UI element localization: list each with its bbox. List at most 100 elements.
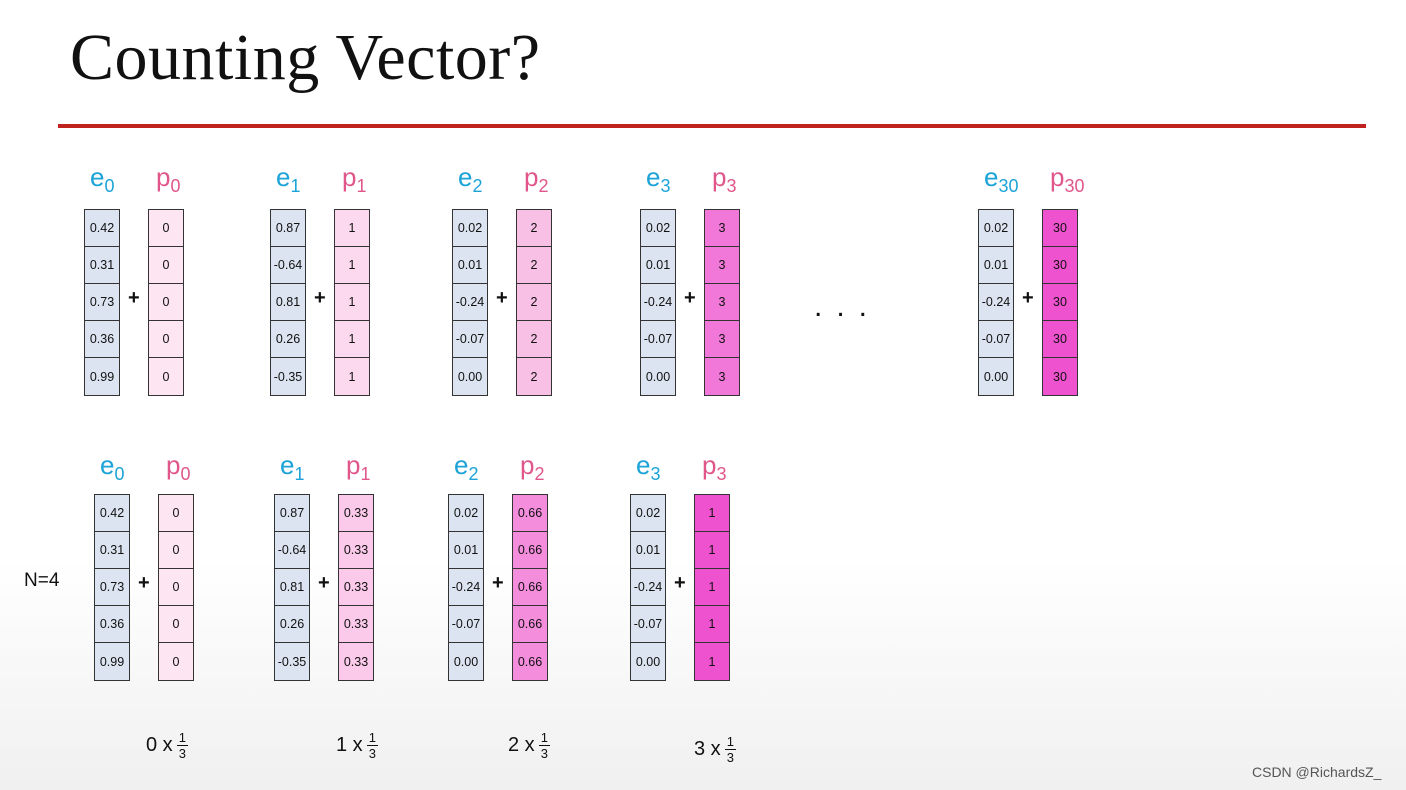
plus-sign: +	[1022, 287, 1034, 309]
vector-cell: 0.01	[631, 532, 665, 569]
vector-cell: -0.24	[449, 569, 483, 606]
vector-cell: 0.00	[645, 369, 671, 384]
vector-cell: 0	[162, 369, 170, 384]
vector-cell: 0.02	[449, 495, 483, 532]
vector-cell: 0.33	[343, 654, 369, 669]
vector-cell: 0	[159, 606, 193, 643]
plus-sign: +	[314, 287, 326, 309]
vector-cell: 2	[517, 247, 551, 284]
vector-cell: 0.99	[89, 369, 115, 384]
vector-cell: 1	[695, 606, 729, 643]
vector-cell: 30	[1043, 284, 1077, 321]
vector-cell: 30	[1043, 247, 1077, 284]
formula-prefix: 2 x	[508, 734, 535, 756]
vector-cell: 1	[335, 284, 369, 321]
vector-cell: 0.42	[85, 210, 119, 247]
vector-cell: 0.00	[453, 654, 479, 669]
position-label: p2	[520, 450, 545, 484]
position-label: p1	[342, 162, 367, 196]
vector-cell: 0.99	[99, 654, 125, 669]
vector-cell: 3	[705, 210, 739, 247]
vector-cell: 30	[1053, 369, 1067, 384]
vector-cell: 0.36	[85, 321, 119, 358]
vector-cell: 0	[159, 495, 193, 532]
vector-cell: 1	[695, 569, 729, 606]
vector-cell: 0.01	[453, 247, 487, 284]
vector-cell: 0	[149, 210, 183, 247]
ellipsis: ...	[814, 290, 882, 323]
vector-cell: 0.26	[271, 321, 305, 358]
position-label: p1	[346, 450, 371, 484]
position-label: p3	[702, 450, 727, 484]
vector-cell: 0.31	[95, 532, 129, 569]
vector-cell: 0.02	[979, 210, 1013, 247]
vector-cell: -0.24	[979, 284, 1013, 321]
vector-cell: 0.66	[517, 654, 543, 669]
embedding-label: e2	[458, 162, 483, 196]
vector-cell: -0.35	[273, 369, 303, 384]
vector-cell: 0.00	[983, 369, 1009, 384]
vector-cell: 30	[1043, 321, 1077, 358]
embedding-label: e30	[984, 162, 1019, 196]
plus-sign: +	[496, 287, 508, 309]
vector-cell: 0.33	[339, 495, 373, 532]
vector-cell: 0.33	[339, 569, 373, 606]
embedding-label: e0	[90, 162, 115, 196]
position-label: p2	[524, 162, 549, 196]
position-label: p0	[166, 450, 191, 484]
vector-cell: 2	[517, 284, 551, 321]
vector-cell: 0.02	[641, 210, 675, 247]
vector-cell: 0.66	[513, 532, 547, 569]
vector-cell: 2	[530, 369, 538, 384]
vector-cell: -0.07	[453, 321, 487, 358]
vector-cell: 1	[708, 654, 716, 669]
vector-cell: 0.26	[275, 606, 309, 643]
position-label: p3	[712, 162, 737, 196]
vector-cell: 1	[348, 369, 356, 384]
vector-cell: 0	[159, 569, 193, 606]
vector-cell: -0.64	[275, 532, 309, 569]
vector-cell: 0.87	[275, 495, 309, 532]
vector-cell: 0.66	[513, 495, 547, 532]
vector-cell: 1	[335, 210, 369, 247]
vector-cell: 0.01	[449, 532, 483, 569]
vector-cell: -0.24	[641, 284, 675, 321]
vector-cell: 3	[718, 369, 726, 384]
vector-cell: -0.07	[631, 606, 665, 643]
vector-cell: -0.35	[277, 654, 307, 669]
title-divider	[58, 124, 1366, 128]
vector-cell: 0.02	[453, 210, 487, 247]
position-label: p30	[1050, 162, 1085, 196]
position-label: p0	[156, 162, 181, 196]
vector-cell: 0.33	[339, 532, 373, 569]
vector-cell: 0	[149, 321, 183, 358]
vector-cell: 1	[695, 495, 729, 532]
vector-cell: 0	[149, 284, 183, 321]
vector-cell: 0.66	[513, 606, 547, 643]
vector-cell: 0.87	[271, 210, 305, 247]
vector-cell: 3	[705, 284, 739, 321]
vector-cell: 30	[1043, 210, 1077, 247]
vector-cell: -0.64	[271, 247, 305, 284]
vector-cell: 2	[517, 210, 551, 247]
vector-cell: -0.07	[979, 321, 1013, 358]
plus-sign: +	[128, 287, 140, 309]
vector-cell: 0.42	[95, 495, 129, 532]
